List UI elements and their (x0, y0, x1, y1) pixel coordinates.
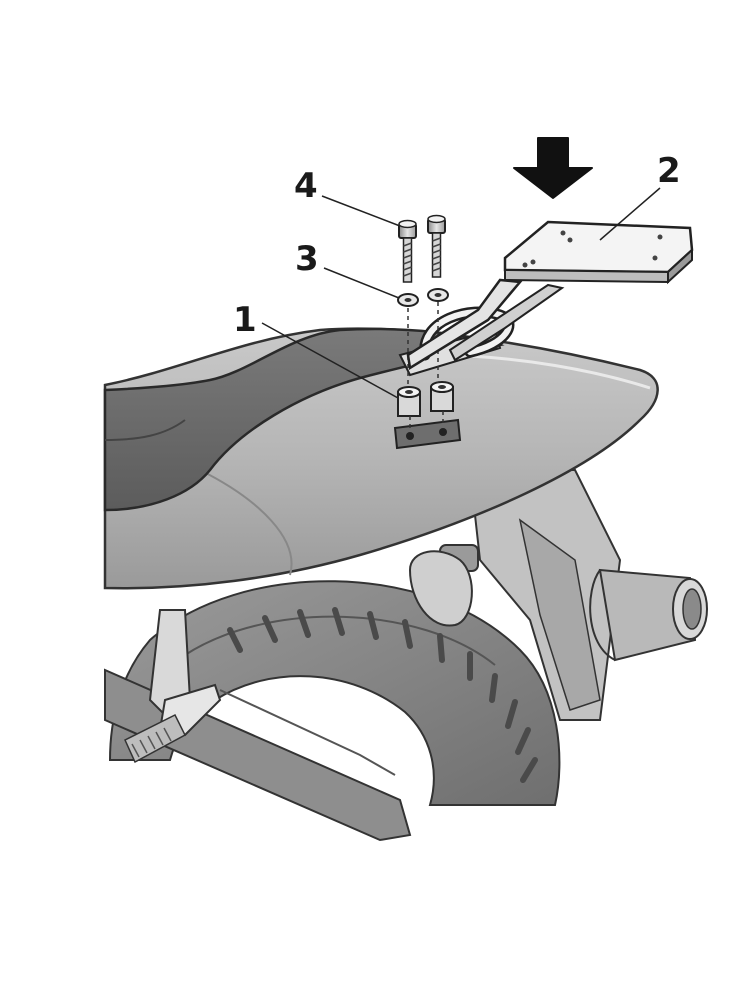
chain-adjuster (124, 609, 222, 764)
washer-right (427, 288, 449, 302)
callout-4-label: 4 (294, 166, 318, 206)
exhaust (589, 568, 708, 662)
leader-lines (261, 187, 661, 399)
callout-3-label: 3 (295, 239, 319, 279)
washer-left (397, 293, 419, 307)
bolt-right (427, 214, 446, 278)
rear-rack (406, 220, 694, 371)
callout-2-label: 2 (657, 151, 681, 191)
turn-signal (408, 544, 479, 627)
spacer-left (397, 386, 421, 417)
rear-hugger (468, 469, 622, 721)
callout-1-label: 1 (233, 300, 257, 340)
arrow-down-icon (513, 137, 593, 199)
mounting-plate (393, 418, 462, 450)
spacer-right (430, 381, 454, 412)
bolt-left (398, 219, 417, 283)
